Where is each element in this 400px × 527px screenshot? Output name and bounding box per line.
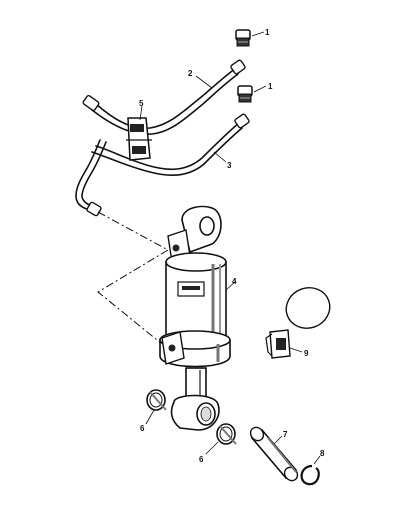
leader-lines: [139, 31, 321, 465]
callout-4: 4: [232, 277, 237, 286]
tube-nut-lower-left: [86, 201, 102, 217]
elbow-fitting-lower: [234, 113, 250, 129]
callout-7: 7: [283, 430, 288, 439]
callout-1-top: 1: [265, 28, 270, 37]
elbow-fitting-upper: [230, 59, 246, 75]
callout-labels: 1 2 1 5 3 4 9 6 7 6 8: [139, 28, 325, 464]
hydraulic-tube-upper: [82, 59, 246, 135]
feed-tube-left: [75, 139, 107, 217]
routing-dash-lines: [97, 211, 169, 345]
hydraulic-cylinder: [159, 205, 231, 431]
hydraulic-tube-lower: [91, 113, 250, 177]
bushing-right: [216, 423, 237, 445]
cap-fitting-top: [235, 29, 251, 47]
cap-fitting-mid: [237, 85, 253, 103]
callout-3: 3: [227, 161, 232, 170]
callout-1-mid: 1: [268, 82, 273, 91]
callout-6-right: 6: [199, 455, 204, 464]
callout-5: 5: [139, 99, 144, 108]
tube-nut-upper-left: [82, 94, 100, 112]
callout-9: 9: [304, 349, 309, 358]
callout-8: 8: [320, 449, 325, 458]
callout-6-left: 6: [140, 424, 145, 433]
wire-tie-connector: [265, 287, 331, 359]
bushing-left: [146, 389, 167, 411]
tube-clamp: [126, 117, 152, 161]
retaining-ring: [300, 464, 320, 486]
pivot-pin: [249, 426, 299, 482]
callout-2: 2: [188, 69, 193, 78]
